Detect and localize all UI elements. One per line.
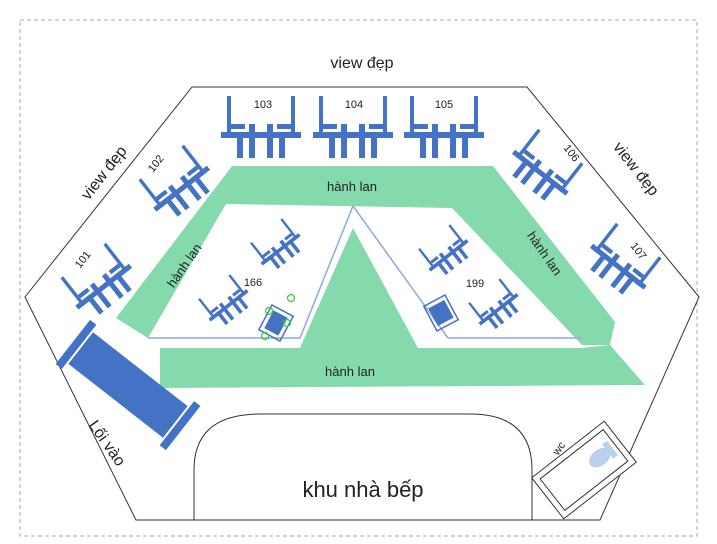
table-105[interactable]: 105: [404, 96, 484, 158]
corridor-u-shape: [116, 166, 615, 345]
svg-text:166: 166: [244, 277, 262, 289]
view-label-top: view đẹp: [330, 55, 393, 72]
kitchen-area: [193, 413, 533, 521]
corridor-label-top: hành lan: [327, 179, 377, 194]
kitchen-label: khu nhà bếp: [302, 477, 423, 502]
svg-text:199: 199: [466, 278, 484, 290]
marker-dot: [286, 293, 296, 303]
corridor-label-bottom: hành lan: [325, 364, 375, 379]
marker-dot: [260, 331, 270, 341]
marker-dot: [282, 318, 292, 328]
toilet-icon: [589, 447, 611, 468]
small-table-166[interactable]: [257, 303, 295, 343]
view-label-right: view đẹp: [609, 139, 661, 199]
small-table-199[interactable]: [422, 293, 460, 333]
corridor-center-triangle: [300, 228, 418, 348]
marker-dot: [264, 306, 274, 316]
table-103[interactable]: 103: [221, 96, 301, 158]
table-104[interactable]: 104: [313, 96, 393, 158]
svg-text:104: 104: [345, 99, 363, 111]
table-199-group[interactable]: 199: [415, 222, 526, 335]
wc-room: [531, 420, 637, 520]
corridor-bottom: [160, 345, 645, 388]
svg-text:103: 103: [254, 99, 272, 111]
svg-text:105: 105: [435, 99, 453, 111]
entrance-counter: [55, 319, 201, 451]
inner-room-outline: [148, 204, 582, 339]
page-border: [19, 19, 698, 537]
table-166-group[interactable]: 166: [195, 216, 308, 331]
